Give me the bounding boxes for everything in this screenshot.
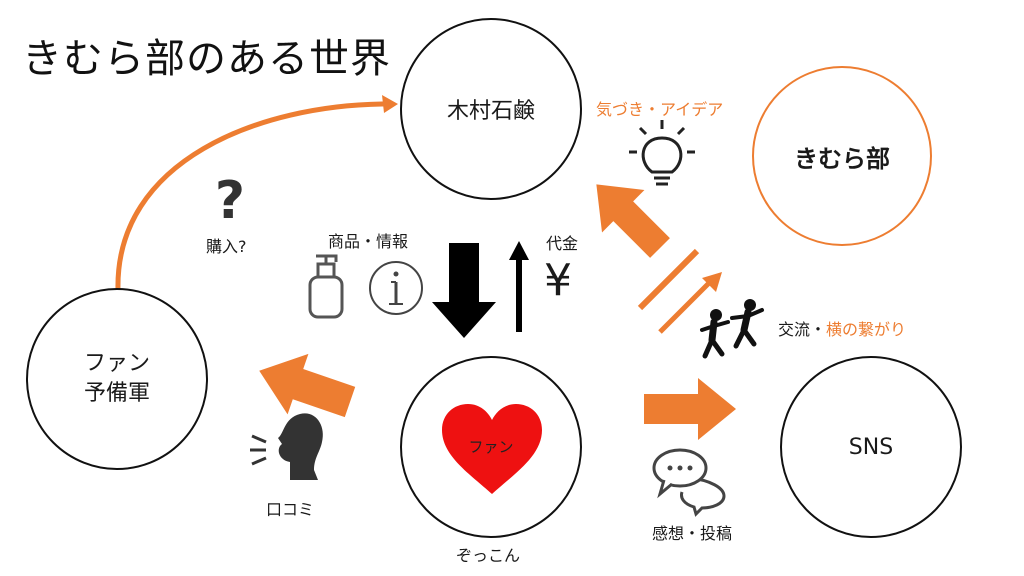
up-arrow-shaft [516,258,522,332]
node-kimura-club: きむら部 [752,66,932,246]
word-of-mouth-arrow [259,353,356,418]
purchase-label: 購入? [206,237,247,256]
node-fan-reserve-label-2: 予備軍 [83,381,150,406]
node-kimura-soap-label: 木村石鹸 [446,99,535,124]
up-arrow-head [509,241,529,260]
page-title: きむら部のある世界 [22,36,391,82]
purchase-arc [115,101,386,291]
node-sns: SNS [780,356,962,538]
sns-arrow [644,378,736,440]
speech-bubbles-icon [652,448,726,517]
awareness-label: 気づき・アイデア [596,100,724,119]
exchange-label: 交流・横の繋がり [778,316,906,340]
lightbulb-icon [629,120,695,186]
feedback-label: 感想・投稿 [652,524,733,543]
soap-bottle-icon [308,254,344,319]
node-fan-reserve-label-1: ファン [83,351,150,376]
zokkon-label: ぞっこん [456,546,521,565]
yen-symbol: ¥ [544,255,572,306]
exchange-head-2 [702,272,722,292]
node-kimura-club-label: きむら部 [794,144,890,173]
exchange-line-1 [637,248,700,311]
node-kimura-soap: 木村石鹸 [400,18,582,200]
node-sns-label: SNS [848,434,894,460]
down-arrow [432,243,496,338]
exchange-label-prefix: 交流・ [778,320,827,339]
heart-icon [442,404,542,494]
exchange-line-2 [658,280,712,334]
product-info-label: 商品・情報 [328,232,409,251]
node-fan-reserve: ファン 予備軍 [26,288,208,470]
purchase-arc-head [382,95,398,113]
word-of-mouth-label: 口コミ [266,500,315,519]
exchange-label-highlight: 横の繋がり [826,320,907,339]
people-interacting-icon [700,299,764,359]
awareness-arrow [596,184,670,258]
question-icon: ? [215,171,245,231]
payment-label: 代金 [546,234,579,253]
node-zokkon: ファン [400,356,582,538]
heart-label: ファン [468,438,514,456]
info-icon [369,261,423,315]
speaking-head-icon [250,413,323,480]
